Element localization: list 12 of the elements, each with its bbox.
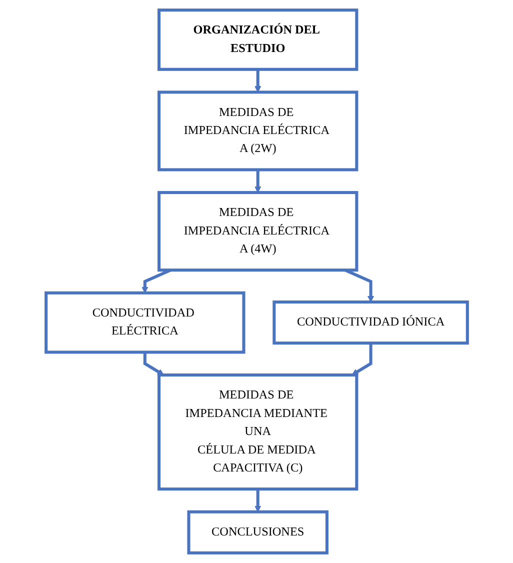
arrow [351, 343, 372, 376]
node-box: CONDUCTIVIDAD IÓNICA [272, 300, 469, 345]
arrow [254, 170, 261, 193]
arrow [143, 352, 164, 376]
node-box: CONDUCTIVIDAD ELÉCTRICA [44, 291, 246, 354]
node-box: MEDIDAS DE IMPEDANCIA ELÉCTRICA A (2W) [157, 90, 358, 172]
arrow [254, 489, 261, 512]
arrow [254, 69, 261, 92]
node-box: MEDIDAS DE IMPEDANCIA ELÉCTRICA A (4W) [157, 191, 358, 272]
node-box: ORGANIZACIÓN DEL ESTUDIO [157, 8, 358, 71]
node-box: MEDIDAS DE IMPEDANCIA MEDIANTE UNA CÉLULA DE MEDIDA CAPACITIVA (C) [157, 373, 358, 491]
node-box: CONCLUSIONES [186, 510, 328, 554]
